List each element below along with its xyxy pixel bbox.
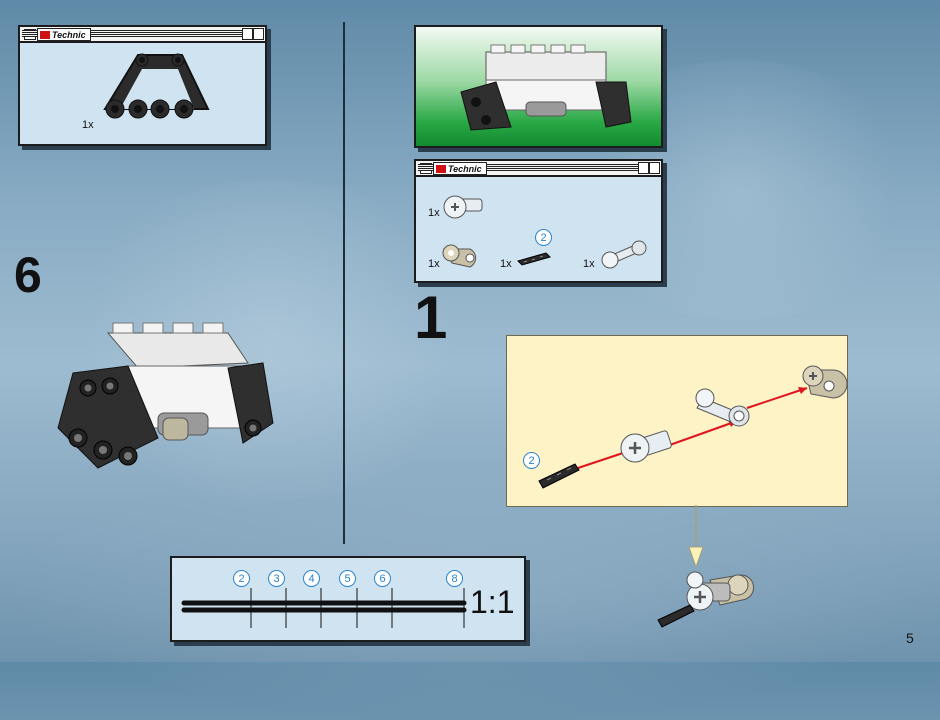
lego-logo-icon (40, 30, 50, 39)
assembled-submodel (657, 571, 754, 628)
ruler-mark: 8 (446, 570, 463, 587)
parts-panel-left: Technic 1x (18, 25, 267, 146)
technic-brand: Technic (433, 162, 487, 175)
parts-panel-right: Technic 1x 1x 2 1x 1x (414, 159, 663, 283)
part-quantity: 1x (82, 119, 94, 131)
technic-brand: Technic (37, 28, 91, 41)
window-button-icon (242, 28, 253, 40)
black-liftarm-triangle-icon (103, 53, 210, 119)
engine-model-step6 (57, 322, 274, 469)
ruler-mark: 5 (339, 570, 356, 587)
ruler-scale (181, 588, 467, 628)
assembly-callout: 2 (506, 335, 848, 507)
window-button-icon (638, 162, 649, 174)
part-quantity: 1x (500, 258, 512, 270)
engine-model-preview (460, 44, 632, 131)
ruler-mark: 2 (233, 570, 250, 587)
black-axle-icon (517, 252, 551, 266)
axle-connector-icon (443, 195, 483, 219)
grey-bush-lever-icon (601, 240, 647, 269)
brand-label: Technic (52, 29, 86, 40)
down-arrow-icon (688, 505, 704, 569)
window-button-icon (253, 28, 264, 40)
page-number: 5 (906, 630, 914, 646)
page-divider (343, 22, 345, 544)
panel-titlebar: Technic (416, 161, 661, 177)
lego-logo-icon (436, 164, 446, 173)
ruler-mark: 6 (374, 570, 391, 587)
axle-size-badge: 2 (523, 452, 540, 469)
part-quantity: 1x (583, 258, 595, 270)
assembly-diagram (538, 365, 848, 489)
window-button-icon (649, 162, 660, 174)
model-preview (414, 25, 663, 148)
titlebar-stripes (22, 30, 243, 37)
part-quantity: 1x (428, 258, 440, 270)
panel-titlebar: Technic (20, 27, 265, 43)
scale-label: 1:1 (470, 584, 515, 620)
axle-length-ruler: 2 3 4 5 6 8 1:1 (170, 556, 526, 642)
part-quantity: 1x (428, 207, 440, 219)
step-number: 1 (414, 284, 448, 351)
brand-label: Technic (448, 163, 482, 174)
ruler-mark: 4 (303, 570, 320, 587)
ruler-mark: 3 (268, 570, 285, 587)
step-number: 6 (14, 247, 42, 303)
titlebar-stripes (418, 164, 639, 171)
axle-size-badge: 2 (535, 229, 552, 246)
beige-liftarm-icon (442, 244, 477, 268)
